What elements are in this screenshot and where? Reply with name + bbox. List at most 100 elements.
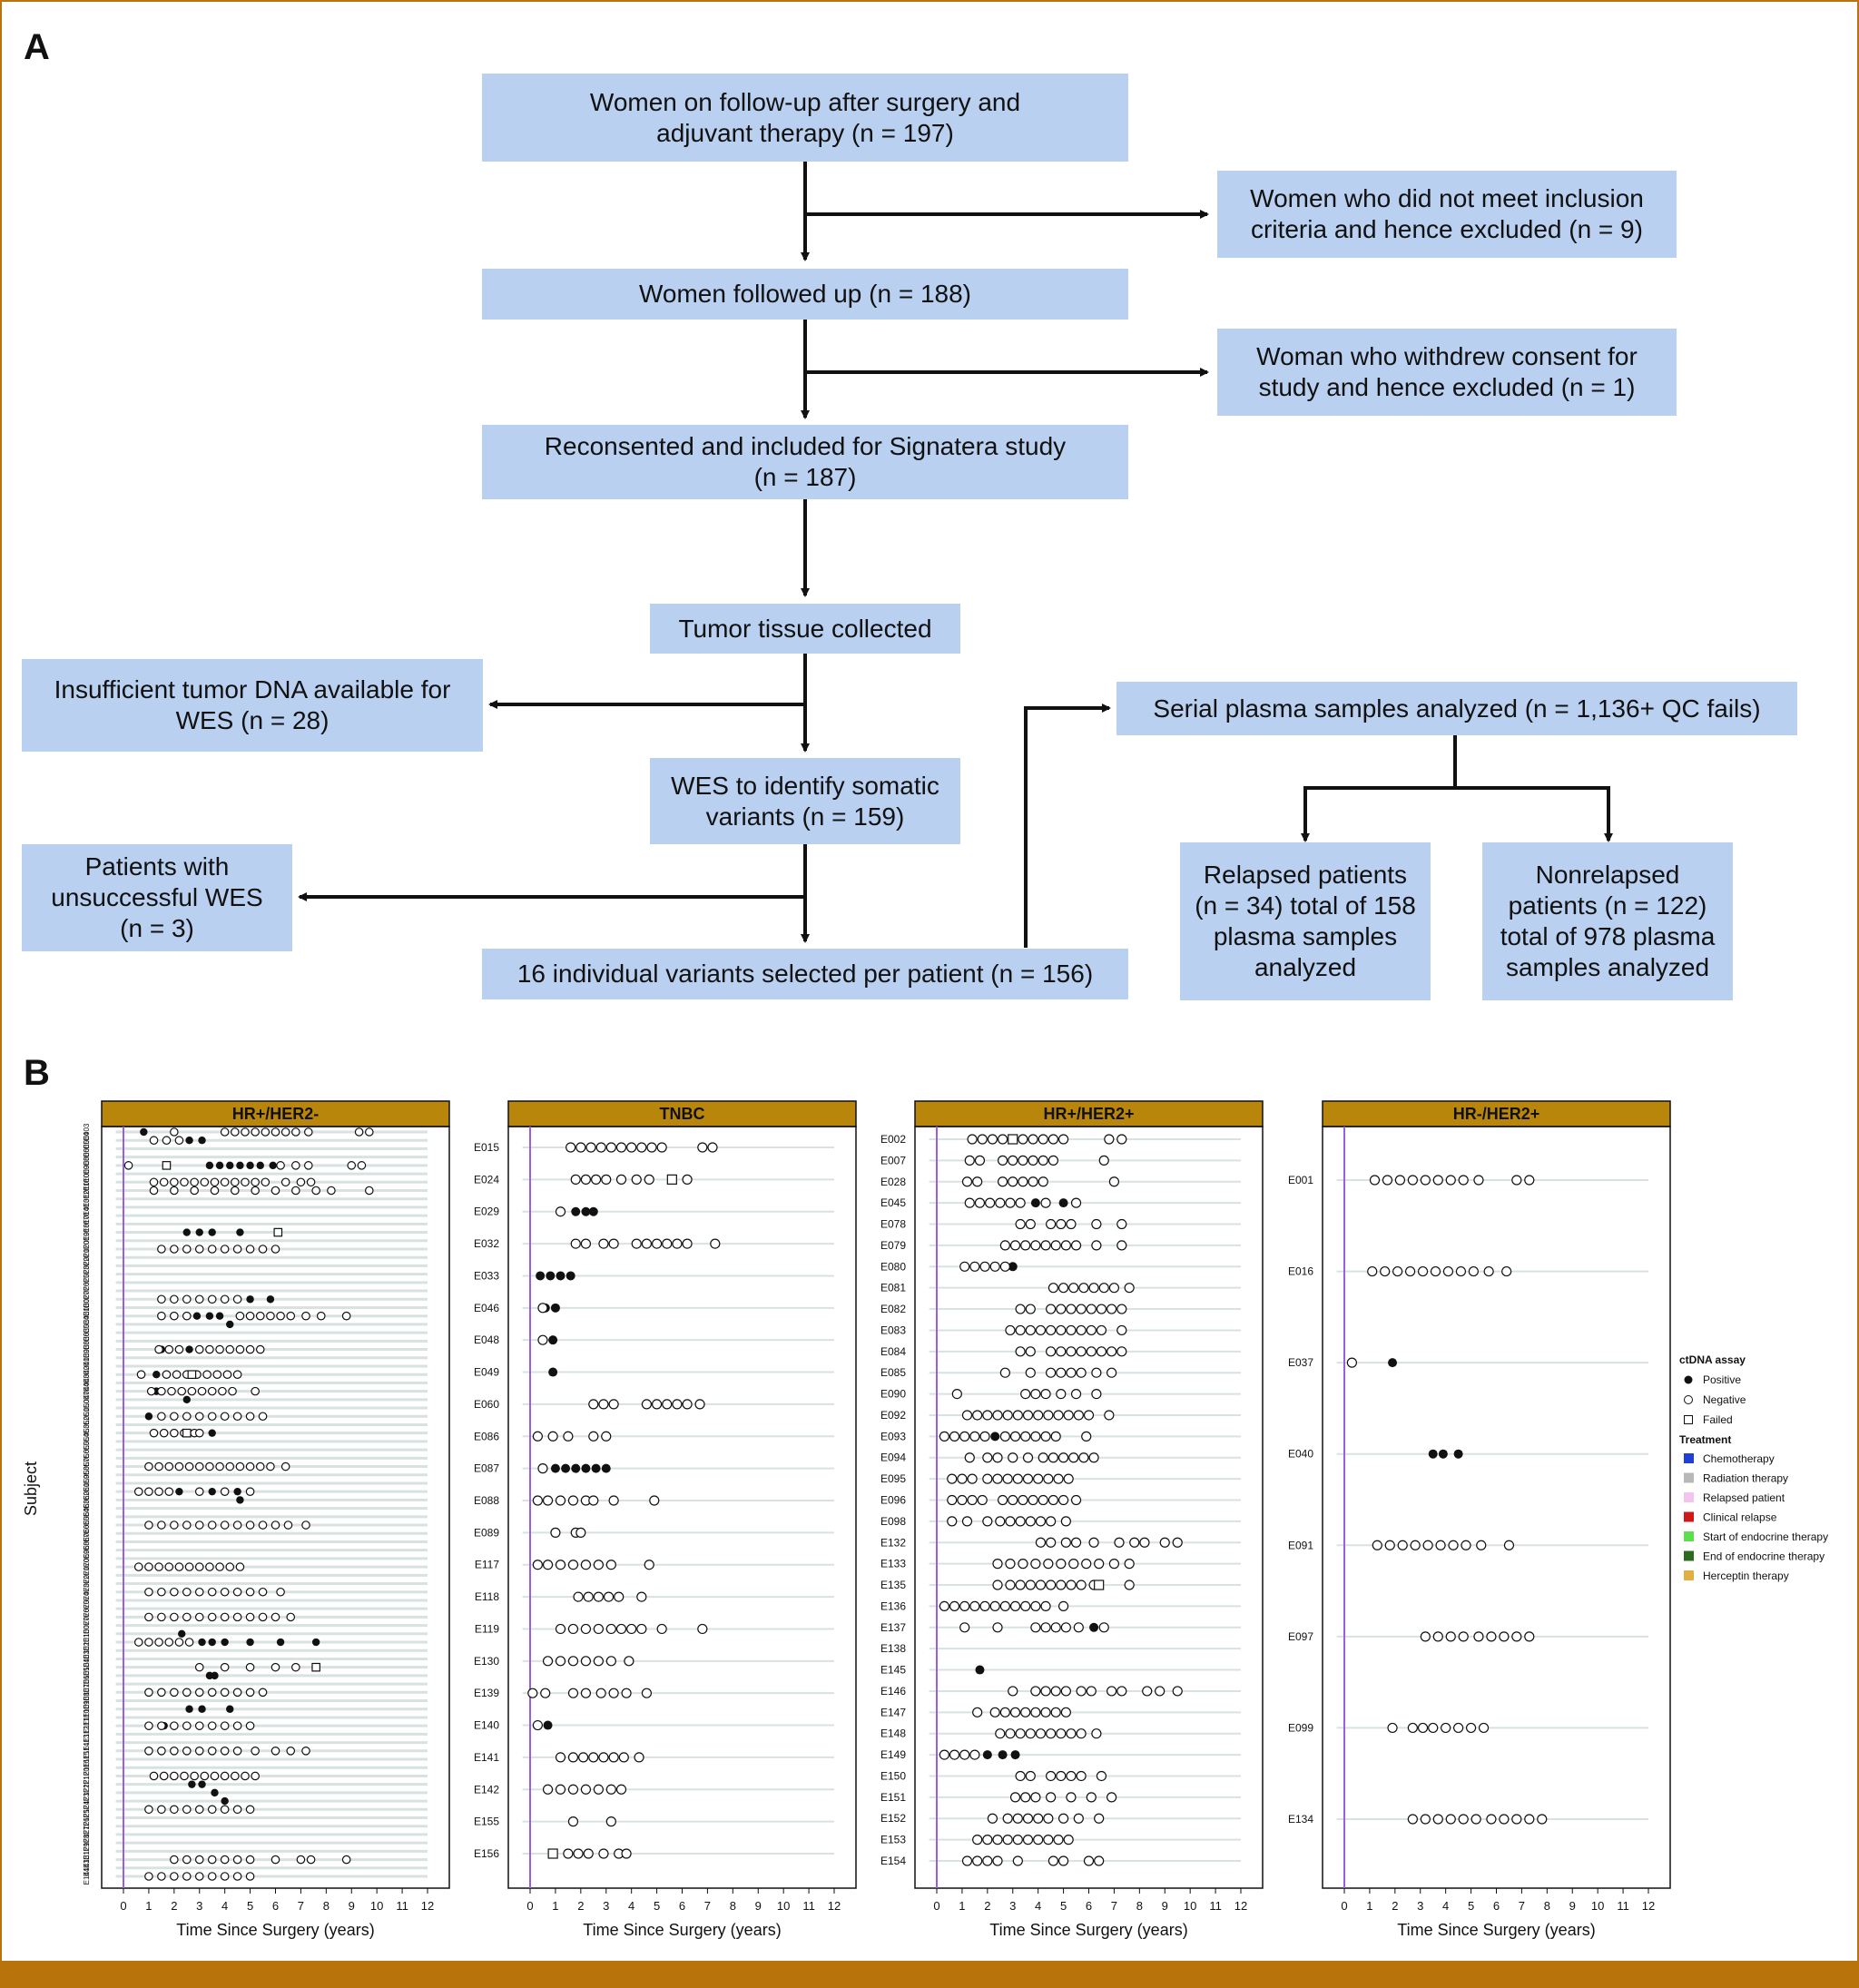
ctdna-negative-marker [580,1238,592,1249]
ctdna-negative-marker [1056,1388,1067,1400]
box-relapsed: Relapsed patients (n = 34) total of 158 … [1180,842,1431,1000]
ctdna-positive-marker [185,1705,193,1713]
ctdna-negative-marker [258,1612,268,1622]
ctdna-negative-marker [245,1662,255,1672]
ctdna-positive-marker [990,1432,1000,1442]
subject-label: E032 [474,1237,499,1250]
ctdna-negative-marker [149,1186,159,1196]
legend: ctDNA assayPositiveNegativeFailedTreatme… [1679,1353,1828,1582]
subject-label: E120 [83,1767,91,1785]
ctdna-negative-marker [1076,1367,1087,1378]
ctdna-negative-marker [1009,1707,1021,1717]
ctdna-negative-marker [992,1559,1003,1570]
subject-label: E130 [474,1655,499,1668]
x-tick-label: 11 [396,1899,408,1913]
ctdna-positive-marker [1428,1449,1438,1459]
ctdna-negative-marker [957,1473,968,1484]
subject-label: E098 [880,1515,906,1528]
ctdna-negative-marker [1116,1240,1127,1251]
ctdna-negative-marker [1015,1218,1026,1230]
ctdna-negative-marker [1046,1792,1057,1803]
x-tick-label: 7 [1111,1899,1117,1913]
ctdna-negative-marker [1025,1516,1036,1527]
ctdna-negative-marker [220,1872,230,1881]
ctdna-negative-marker [245,1245,255,1254]
ctdna-negative-marker [220,1805,230,1815]
ctdna-negative-marker [989,1600,1000,1612]
chart-panel-3: HR-/HER2+E001E016E037E040E091E097E099E13… [1288,1100,1671,1939]
ctdna-negative-marker [245,1688,255,1698]
ctdna-negative-marker [939,1600,949,1612]
ctdna-negative-marker [603,1591,615,1602]
ctdna-negative-marker [220,1521,230,1530]
ctdna-negative-marker [947,1494,958,1506]
ctdna-negative-marker [207,1386,217,1396]
ctdna-negative-marker [964,1197,975,1208]
ctdna-negative-marker [170,1428,179,1438]
ctdna-negative-marker [532,1560,543,1570]
ctdna-negative-marker [220,1127,230,1137]
ctdna-negative-marker [1108,1559,1120,1570]
subject-label: E072 [83,1575,91,1592]
ctdna-negative-marker [644,1560,654,1570]
panel-title-3: HR-/HER2+ [1453,1105,1540,1123]
panel-header-0 [101,1100,450,1127]
ctdna-positive-marker [221,1796,229,1806]
ctdna-negative-marker [1040,1686,1051,1697]
ctdna-positive-marker [1089,1622,1099,1632]
ctdna-negative-marker [1012,1473,1023,1484]
subject-label: E102 [83,1641,91,1658]
ctdna-negative-marker [997,1155,1008,1166]
ctdna-negative-marker [1005,1580,1016,1590]
ctdna-negative-marker [969,1600,980,1612]
ctdna-positive-marker [205,1161,214,1170]
ctdna-negative-marker [159,1428,169,1438]
ctdna-negative-marker [1098,1155,1109,1166]
legend-positive-marker [1684,1375,1693,1384]
ctdna-negative-marker [144,1638,153,1647]
ctdna-negative-marker [1420,1814,1431,1825]
ctdna-negative-marker [194,1245,204,1254]
ctdna-negative-marker [1066,1792,1077,1803]
ctdna-negative-marker [194,1872,204,1881]
subject-label: E061 [83,1482,91,1500]
ctdna-positive-marker [215,1161,224,1170]
ctdna-negative-marker [146,1386,156,1396]
ctdna-negative-marker [144,1746,153,1756]
ctdna-negative-marker [567,1752,579,1763]
ctdna-negative-marker [588,1399,599,1410]
ctdna-negative-marker [1057,1452,1069,1463]
ctdna-negative-marker [593,1656,604,1667]
ctdna-negative-marker [1012,1835,1023,1845]
ctdna-negative-marker [1009,1431,1021,1442]
ctdna-negative-marker [364,1127,374,1137]
ctdna-negative-marker [593,1560,604,1570]
ctdna-negative-marker [1066,1304,1077,1314]
ctdna-negative-marker [1407,1814,1418,1825]
ctdna-negative-marker [170,1872,179,1881]
timeline-charts: HR+/HER2-E003E004E005E006E008E009E010E01… [22,1100,1828,1939]
ctdna-positive-marker [556,1271,566,1281]
subject-label: E001 [1288,1174,1313,1186]
panel-b-label: B [24,1053,50,1093]
subject-label: E017 [83,1215,91,1232]
ctdna-negative-marker [656,1142,667,1153]
ctdna-negative-marker [1030,1388,1041,1400]
ctdna-negative-marker [154,1487,163,1496]
ctdna-negative-marker [1033,1835,1044,1845]
ctdna-negative-marker [1057,1813,1069,1824]
box-insufficient-dna: Insufficient tumor DNA available for WES… [22,659,483,752]
x-tick-label: 7 [1519,1899,1525,1913]
ctdna-negative-marker [1018,1559,1028,1570]
ctdna-negative-marker [532,1495,543,1506]
ctdna-negative-marker [231,1186,240,1196]
ctdna-negative-marker [1025,1218,1036,1230]
ctdna-negative-marker [644,1174,654,1185]
ctdna-negative-marker [245,1344,255,1354]
box-tumor-tissue: Tumor tissue collected [650,604,960,654]
ctdna-negative-marker [1448,1540,1459,1550]
chart-panel-0: HR+/HER2-E003E004E005E006E008E009E010E01… [83,1100,450,1939]
ctdna-positive-marker [144,1412,153,1421]
x-tick-label: 10 [777,1899,790,1913]
ctdna-negative-marker [1050,1686,1061,1697]
